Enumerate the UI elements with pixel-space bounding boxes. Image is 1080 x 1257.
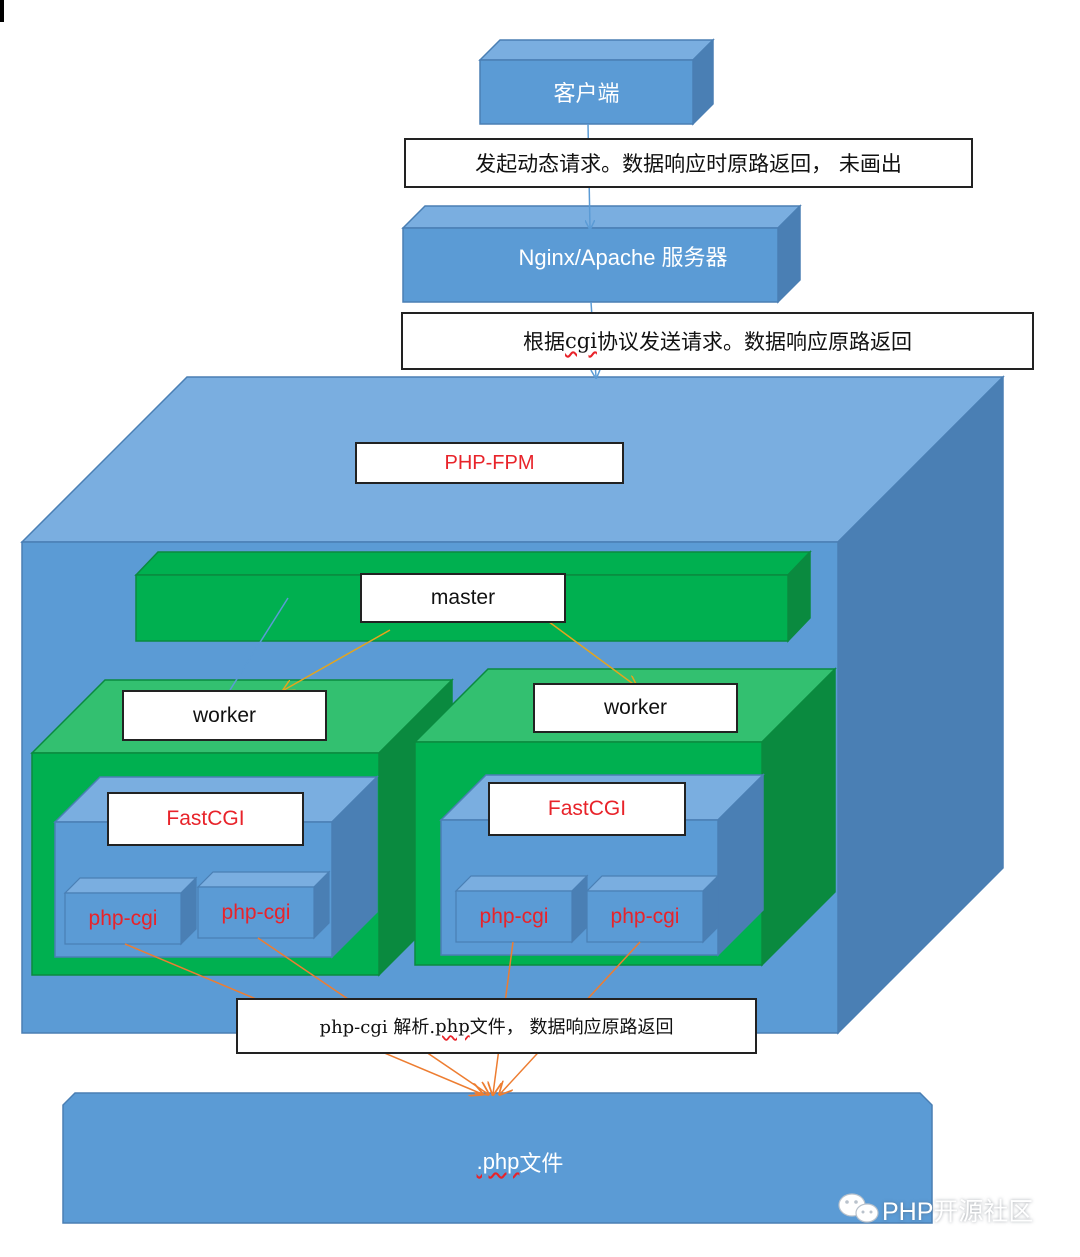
cgi-annotation-post: 协议发送请求。数据响应原路返回: [596, 330, 912, 354]
server-label: Nginx/Apache 服务器: [518, 245, 728, 270]
arrow-master-to-worker-right: [540, 615, 636, 686]
request-annotation-post: 求。数据响应时原路返回， 未画出: [580, 152, 902, 176]
worker-left-label: worker: [122, 690, 327, 741]
faint-connector: [229, 597, 289, 691]
wechat-icon: [838, 1193, 879, 1223]
master-bar: [134, 550, 812, 643]
php-cgi-box-1: [63, 876, 198, 946]
php-cgi-label-1: php-cgi: [88, 906, 158, 930]
php-file-label-prefix: .php: [476, 1149, 520, 1174]
fastcgi-right-label: FastCGI: [488, 782, 686, 836]
php-cgi-box-3: [454, 874, 589, 944]
arrow-master-to-worker-left: [284, 629, 391, 690]
php-file-box: [62, 1092, 933, 1224]
php-file-label-suffix: 文件: [519, 1151, 564, 1176]
parse-annotation-pre: php-cgi 解析.: [319, 1017, 436, 1038]
php-file-label: .php 文件: [380, 1140, 660, 1184]
parse-annotation-post: 文件， 数据响应原路返回: [469, 1017, 674, 1038]
request-annotation: 发起动态请求。数据响应时原路返回， 未画出: [404, 138, 973, 188]
watermark-text: PHP开源社区: [882, 1198, 1034, 1226]
php-cgi-box-4: [585, 874, 720, 944]
php-cgi-box-2: [196, 870, 331, 940]
parse-annotation-word: php: [435, 1015, 470, 1037]
parse-annotation: php-cgi 解析.php 文件， 数据响应原路返回: [236, 998, 757, 1054]
client-box: [478, 38, 715, 126]
cgi-protocol-annotation: 根据 cgi 协议发送请求。数据响应原路返回: [401, 312, 1034, 370]
corner-mark: [0, 0, 4, 22]
request-annotation-pre: 发起动态请: [475, 152, 581, 176]
php-cgi-label-3: php-cgi: [479, 904, 549, 928]
worker-right-label: worker: [533, 683, 738, 733]
php-cgi-label-4: php-cgi: [610, 904, 680, 928]
master-label: master: [360, 573, 566, 623]
client-label: 客户端: [553, 82, 620, 107]
cgi-annotation-pre: 根据: [523, 330, 566, 354]
cgi-annotation-word: cgi: [565, 329, 597, 353]
php-cgi-label-2: php-cgi: [221, 900, 291, 924]
server-box: [401, 204, 802, 304]
fastcgi-left-label: FastCGI: [107, 792, 304, 846]
php-fpm-label: PHP-FPM: [355, 442, 624, 484]
